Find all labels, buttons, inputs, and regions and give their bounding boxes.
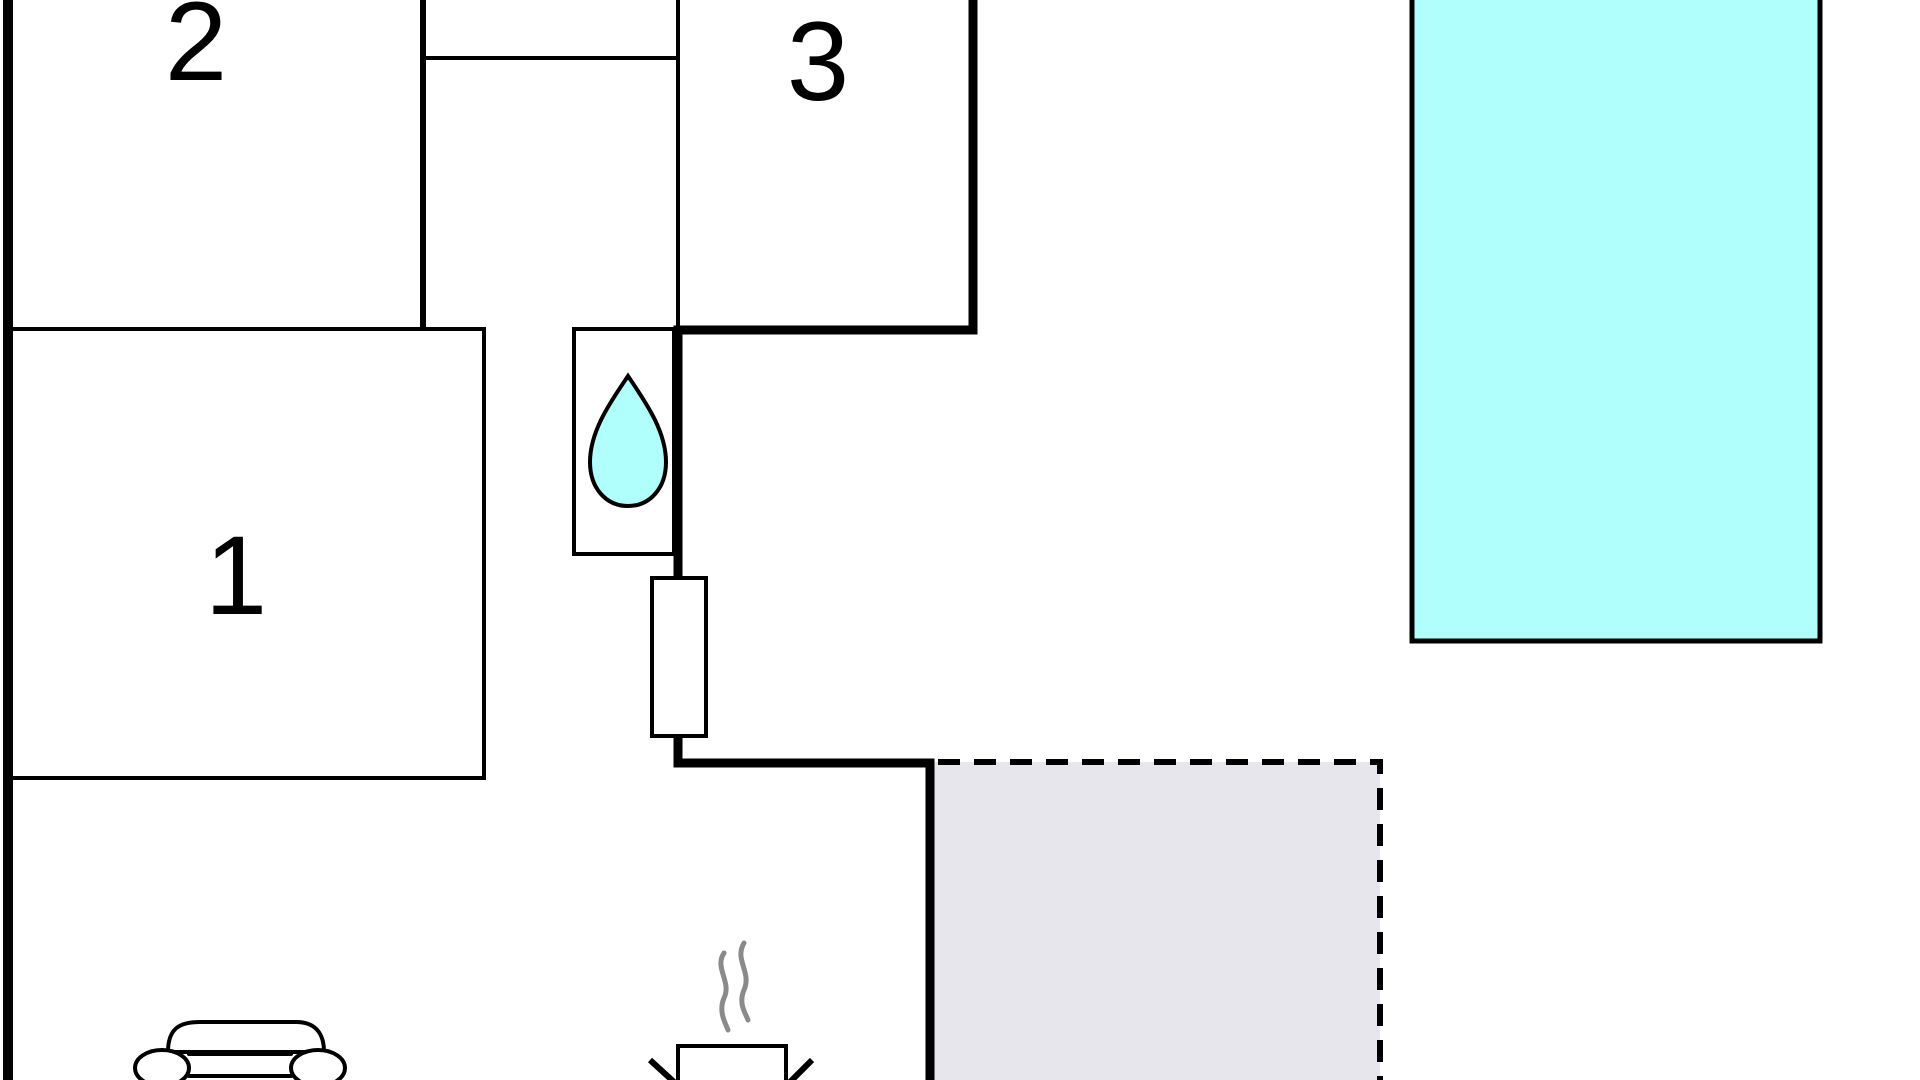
steaming-dish-icon bbox=[647, 940, 815, 1080]
room-3 bbox=[673, 0, 978, 335]
room-1-label: 1 bbox=[205, 513, 267, 638]
outer-wall-center bbox=[673, 325, 935, 1080]
entrance-door bbox=[650, 576, 708, 738]
room-3-label: 3 bbox=[787, 0, 849, 124]
room-2-label: 2 bbox=[165, 0, 227, 104]
hallway bbox=[422, 0, 680, 329]
water-point bbox=[572, 327, 676, 556]
car-icon bbox=[133, 1020, 347, 1080]
pool bbox=[1409, 0, 1823, 644]
terrace bbox=[934, 759, 1383, 1080]
water-drop-icon bbox=[587, 372, 669, 509]
